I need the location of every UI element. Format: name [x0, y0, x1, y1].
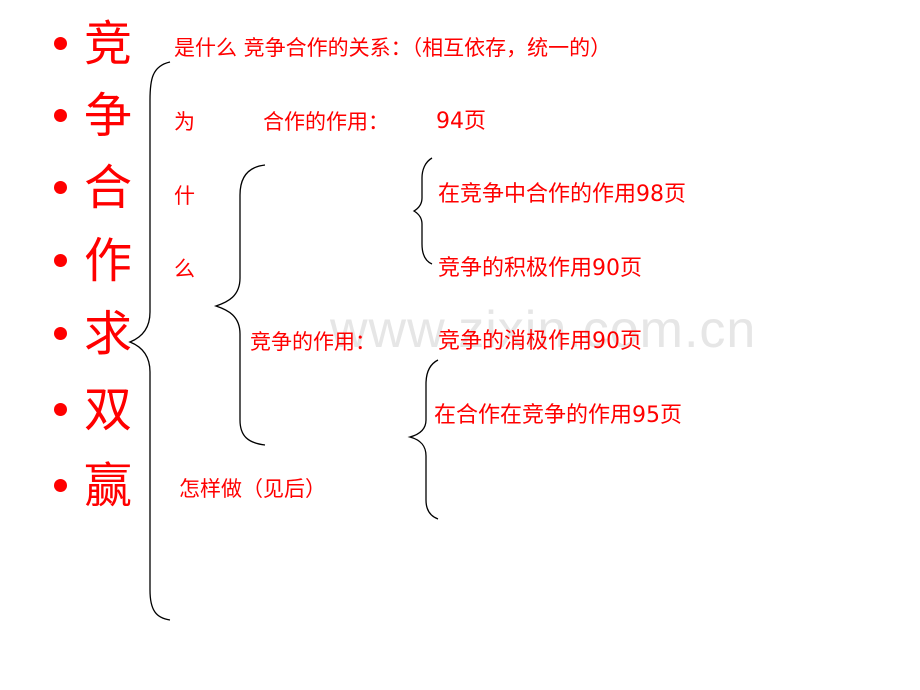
- title-row: 求: [48, 304, 148, 364]
- title-char: 竞: [84, 16, 133, 72]
- bullet-icon: [54, 37, 67, 50]
- competition-role-label: 竞争的作用：: [250, 330, 376, 354]
- cooperation-brace: [412, 157, 433, 265]
- bullet-icon: [54, 479, 67, 492]
- why-char: 么: [174, 257, 195, 281]
- title-char: 赢: [84, 458, 133, 514]
- bullet-icon: [54, 254, 67, 267]
- title-char: 作: [84, 233, 133, 289]
- cooperation-item: 在竞争中合作的作用98页: [438, 182, 686, 207]
- title-row: 竞: [48, 14, 148, 74]
- title-row: 合: [48, 158, 148, 218]
- bullet-icon: [54, 109, 67, 122]
- title-char: 争: [84, 88, 133, 144]
- bullet-icon: [54, 181, 67, 194]
- why-char: 为: [174, 110, 195, 134]
- title-row: 作: [48, 231, 148, 291]
- bullet-icon: [54, 403, 67, 416]
- title-char: 双: [84, 382, 133, 438]
- title-row: 争: [48, 86, 148, 146]
- how-line: 怎样做（见后）: [179, 477, 326, 501]
- why-char: 什: [174, 184, 195, 208]
- title-row: 赢: [48, 456, 148, 516]
- competition-item: 竞争的消极作用90页: [438, 329, 642, 354]
- roles-brace: [213, 164, 266, 446]
- competition-brace: [407, 359, 439, 520]
- bullet-icon: [54, 327, 67, 340]
- cooperation-item: 竞争的积极作用90页: [438, 256, 642, 281]
- main-brace: [128, 61, 171, 621]
- cooperation-role-page: 94页: [436, 109, 486, 134]
- cooperation-role-label: 合作的作用：: [263, 110, 389, 134]
- title-char: 求: [84, 306, 133, 362]
- title-char: 合: [84, 160, 133, 216]
- what-line: 是什么 竞争合作的关系：（相互依存，统一的）: [174, 36, 612, 60]
- competition-item: 在合作在竞争的作用95页: [434, 403, 682, 428]
- title-row: 双: [48, 380, 148, 440]
- watermark: www.zixin.com.cn: [330, 301, 757, 359]
